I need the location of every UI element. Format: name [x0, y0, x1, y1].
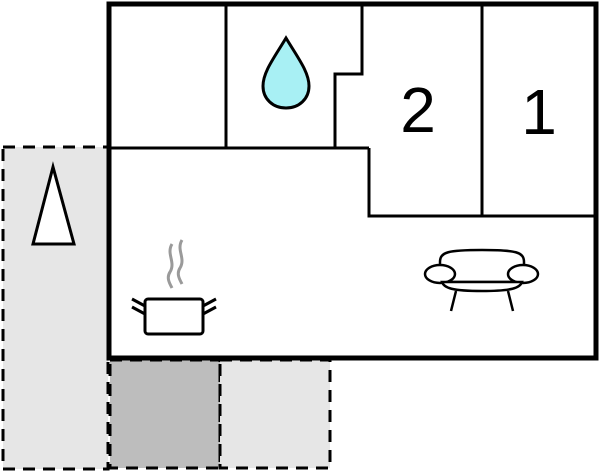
parasol-icon [31, 161, 76, 246]
steam-icon [166, 239, 184, 289]
room-1-number: 1 [521, 76, 557, 148]
interior-walls [109, 4, 596, 218]
room-2-number: 2 [400, 74, 436, 146]
water-drop-icon [261, 35, 311, 110]
cooking-pot-icon [131, 239, 217, 336]
covered-area-dark [108, 358, 222, 470]
covered-area-light [218, 358, 332, 470]
sofa-icon [423, 248, 540, 312]
